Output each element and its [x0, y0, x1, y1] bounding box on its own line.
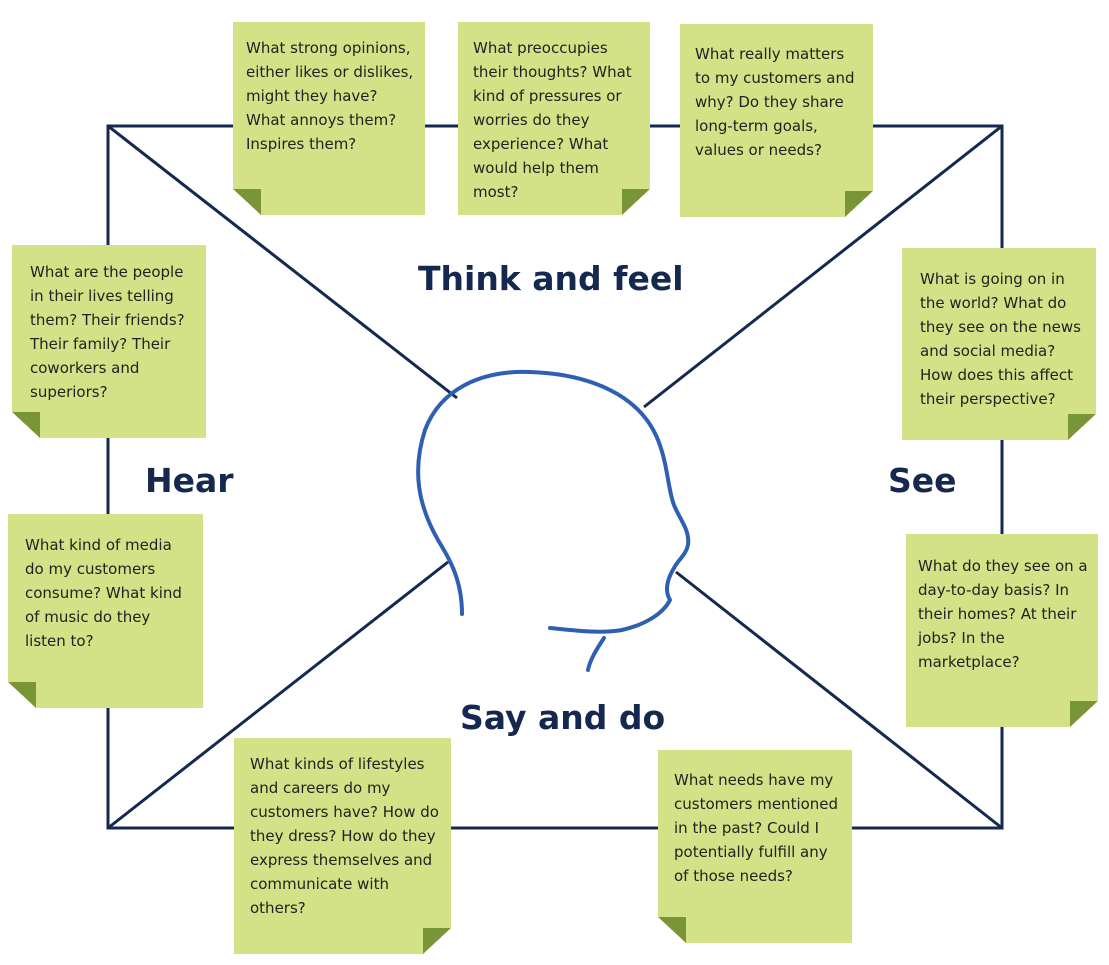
sticky-note-hear-media: What kind of media do my customers consu…	[8, 514, 203, 708]
sticky-note-text: What really matters to my customers and …	[695, 45, 855, 159]
sticky-note-see-daily: What do they see on a day-to-day basis? …	[906, 534, 1098, 727]
sticky-note-think-opinions: What strong opinions, either likes or di…	[233, 22, 425, 215]
quadrant-label-hear: Hear	[145, 461, 234, 500]
head-profile-icon	[416, 369, 691, 672]
sticky-note-text: What do they see on a day-to-day basis? …	[918, 557, 1088, 671]
sticky-note-think-matters: What really matters to my customers and …	[680, 24, 873, 217]
sticky-note-text: What is going on in the world? What do t…	[920, 270, 1081, 408]
sticky-note-text: What preoccupies their thoughts? What ki…	[473, 39, 632, 201]
quadrant-label-see: See	[888, 461, 957, 500]
sticky-note-see-world: What is going on in the world? What do t…	[902, 248, 1096, 440]
diagonal-bottom-left	[107, 560, 449, 830]
sticky-note-say-lifestyles: What kinds of lifestyles and careers do …	[234, 738, 451, 954]
sticky-note-text: What kind of media do my customers consu…	[25, 536, 182, 650]
quadrant-label-think-and-feel: Think and feel	[418, 259, 684, 298]
diagonal-bottom-right	[675, 570, 1003, 830]
sticky-note-think-preoccupies: What preoccupies their thoughts? What ki…	[458, 22, 650, 215]
sticky-note-text: What are the people in their lives telli…	[30, 263, 185, 401]
diagonal-top-right	[643, 124, 1003, 409]
sticky-note-text: What strong opinions, either likes or di…	[246, 39, 414, 153]
sticky-note-say-needs: What needs have my customers mentioned i…	[658, 750, 852, 943]
quadrant-label-say-and-do: Say and do	[460, 698, 666, 737]
sticky-note-text: What needs have my customers mentioned i…	[674, 771, 839, 885]
diagonal-top-left	[107, 124, 458, 400]
sticky-note-hear-people: What are the people in their lives telli…	[12, 245, 206, 438]
sticky-note-text: What kinds of lifestyles and careers do …	[250, 755, 439, 917]
